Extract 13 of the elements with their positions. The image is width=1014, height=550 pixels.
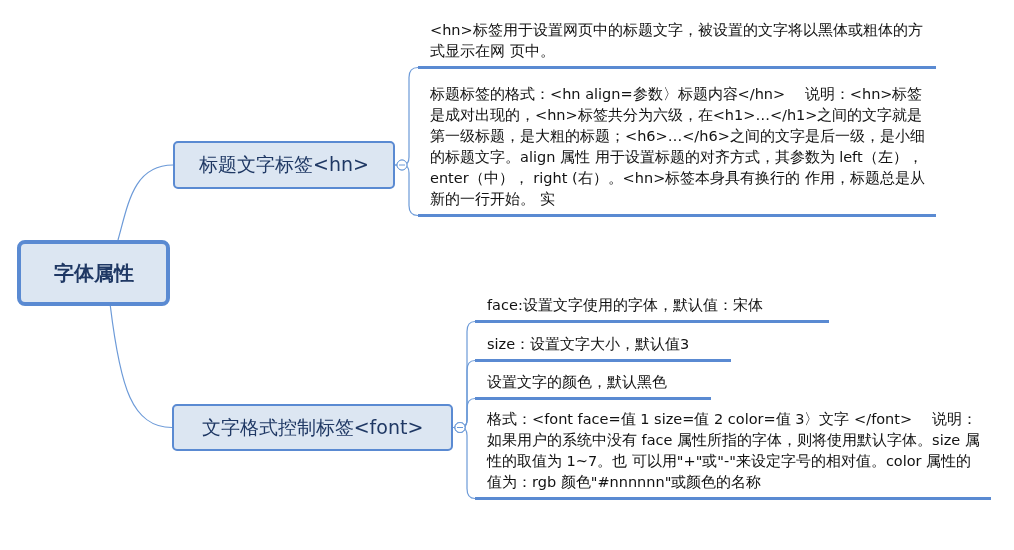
subtopic-text: 标题标签的格式：<hn align=参数〉标题内容</hn> 说明：<hn>标签是成对出现的，<hn>标签共分为六级，在<h1>…</h1>之间的文字就是第一级标题，是大粗的标题；<h6>…</h6>之间的文字是后一级，是小细的标题文字。align 属性 用于设置标题的对齐方式，其参数为 left（左）， enter（中）， right (右）。<hn>标签本身具有换行的 作用，标题总是从新的一行开始。 实 (418, 80, 936, 217)
connector-line (394, 159, 419, 217)
subtopic-text: 格式：<font face=值 1 size=值 2 color=值 3〉文字 </font> 说明：如果用户的系统中没有 face 属性所指的字体，则将使用默认字体。size 属性的取值为 1~7。也 可以用"+"或"-"来设定字号的相对值。color 属性的值为：rgb 颜色"#nnnnnn"或颜色的名称 (475, 405, 991, 500)
connector-line (117, 164, 174, 241)
subtopic-text: face:设置文字使用的字体，默认值：宋体 (475, 291, 829, 323)
central-topic-box: 字体属性 (17, 240, 170, 306)
connector-line (452, 422, 476, 500)
subtopic-text: <hn>标签用于设置网页中的标题文字，被设置的文字将以黑体或粗体的方式显示在网 页中。 (418, 16, 936, 69)
topic-box: 文字格式控制标签<font> (172, 404, 453, 451)
topic-box: 标题文字标签<hn> (173, 141, 395, 189)
subtopic-text: size：设置文字大小，默认值3 (475, 330, 731, 362)
connector-line (109, 305, 173, 429)
subtopic-text: 设置文字的颜色，默认黑色 (475, 368, 711, 400)
